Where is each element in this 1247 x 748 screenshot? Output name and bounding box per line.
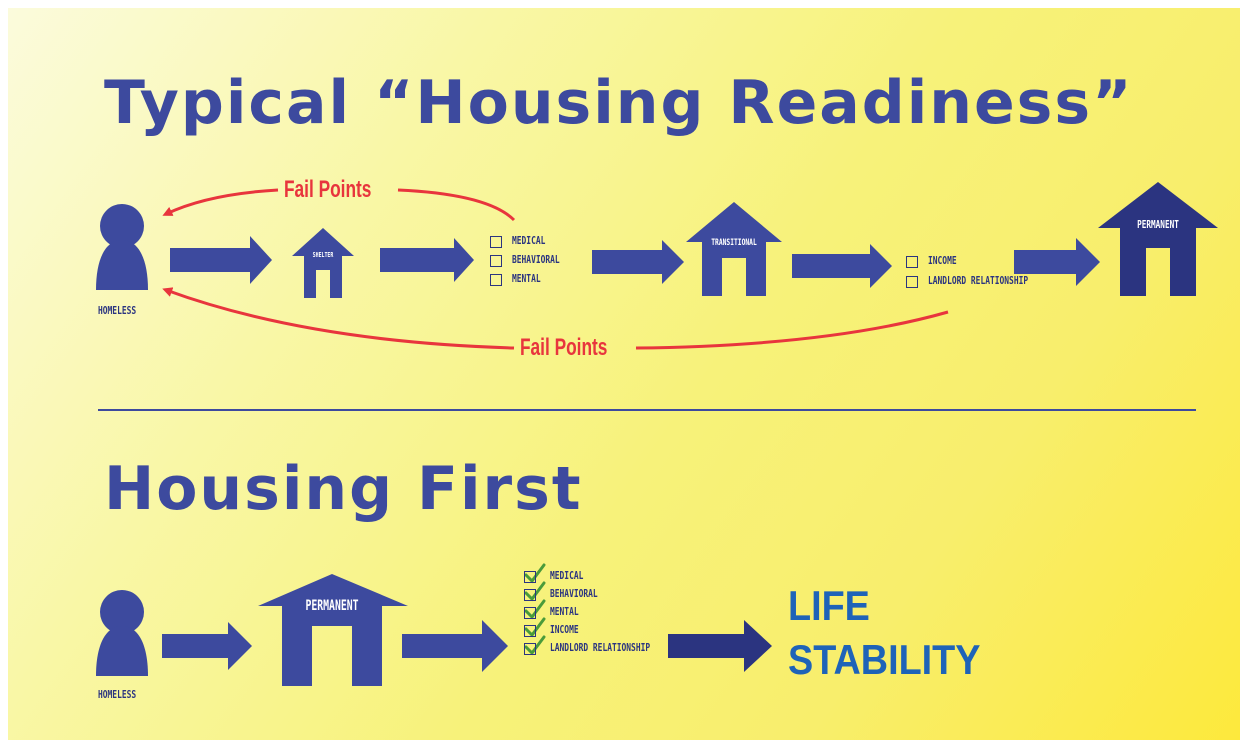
readiness-title: Typical “Housing Readiness” — [104, 68, 1134, 138]
checklist-item: MEDICAL — [550, 569, 584, 582]
homeless-label: HOMELESS — [98, 304, 137, 317]
transitional-label: TRANSITIONAL — [711, 238, 757, 248]
housing-first-title: Housing First — [104, 454, 583, 524]
homeless-label: HOMELESS — [98, 688, 137, 701]
checkbox-icon — [490, 255, 502, 267]
checklist-item: MEDICAL — [512, 234, 546, 247]
diagram-panel: Typical “Housing Readiness” Housing Firs… — [8, 8, 1240, 740]
curved-arrow-icon — [162, 287, 515, 350]
arrow-right-icon — [1014, 238, 1100, 286]
arrow-right-icon — [380, 238, 474, 282]
checkbox-icon — [524, 571, 536, 583]
arrow-right-icon — [592, 240, 684, 284]
checkbox-icon — [906, 276, 918, 288]
checklist-item: LANDLORD RELATIONSHIP — [550, 641, 651, 654]
checkbox-icon — [524, 643, 536, 655]
arrow-right-icon — [170, 236, 272, 284]
arrow-right-icon — [792, 244, 892, 288]
life-stability-line2: STABILITY — [788, 636, 981, 683]
checklist-item: MENTAL — [512, 272, 541, 285]
arrow-right-icon — [402, 620, 508, 672]
curved-arrow-icon — [162, 188, 279, 216]
permanent-label-bottom: PERMANENT — [305, 598, 359, 614]
checkbox-icon — [524, 607, 536, 619]
checklist-item: LANDLORD RELATIONSHIP — [928, 274, 1029, 287]
arrow-right-icon — [162, 622, 252, 670]
checklist-item: INCOME — [928, 254, 957, 267]
house-icon — [258, 574, 408, 686]
checklist-item: BEHAVIORAL — [512, 253, 560, 266]
arrow-right-icon — [668, 620, 772, 672]
curved-arrow-icon — [635, 310, 949, 350]
curved-arrow-icon — [397, 188, 516, 222]
permanent-label-top: PERMANENT — [1137, 218, 1179, 231]
shelter-label: SHELTER — [312, 251, 334, 259]
checkmark-icon — [524, 563, 546, 656]
house-icon — [686, 202, 782, 296]
checklist-item: BEHAVIORAL — [550, 587, 598, 600]
house-icon — [1098, 182, 1218, 296]
checklist-item: MENTAL — [550, 605, 579, 618]
person-icon — [96, 590, 148, 676]
fail-points-bottom: Fail Points — [520, 334, 608, 361]
checkbox-icon — [490, 236, 502, 248]
checkbox-icon — [490, 274, 502, 286]
checkbox-icon — [524, 589, 536, 601]
diagram-art — [96, 182, 1218, 686]
checklist-item: INCOME — [550, 623, 579, 636]
checkbox-icon — [524, 625, 536, 637]
house-icon — [292, 228, 354, 298]
life-stability-line1: LIFE — [788, 582, 870, 629]
checkbox-icon — [906, 256, 918, 268]
person-icon — [96, 204, 148, 290]
fail-points-top: Fail Points — [284, 176, 372, 203]
